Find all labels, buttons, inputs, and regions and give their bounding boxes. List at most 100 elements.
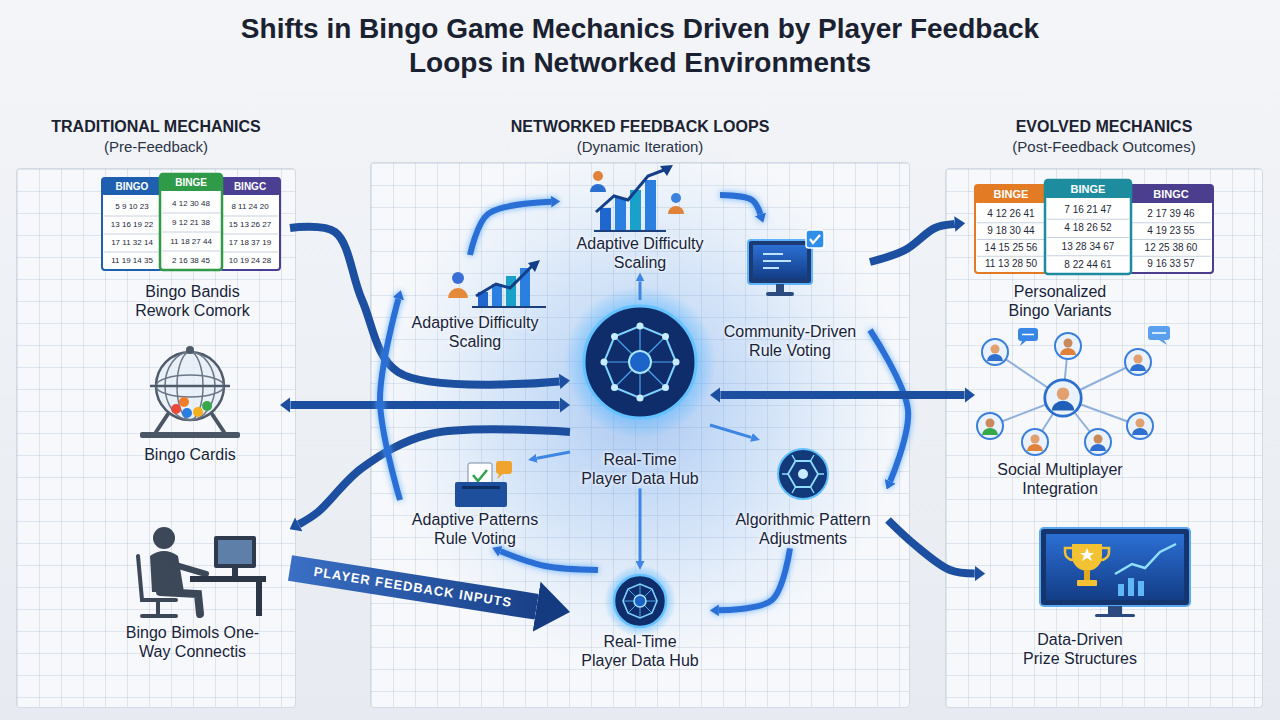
- card-numbers: 8 11 24 20: [221, 198, 279, 216]
- bingo-card: [102, 178, 162, 195]
- card-cell: 10 19 24 28: [221, 252, 279, 270]
- growth-chart-icon: [590, 184, 606, 192]
- algorithm-icon: [798, 469, 808, 479]
- card-cell: BINGE: [976, 185, 1046, 203]
- social-network-icon: [982, 428, 998, 435]
- bingo-card: [162, 213, 220, 251]
- social-network-icon: [1022, 429, 1048, 455]
- card-numbers: 11 13 28 50: [976, 256, 1046, 273]
- card-cell: 11 19 14 35: [103, 252, 161, 270]
- growth-chart-icon: [671, 193, 681, 203]
- bingo-card: [160, 174, 222, 270]
- column-subheading: (Post-Feedback Outcomes): [945, 138, 1263, 155]
- column-subheading: (Pre-Feedback): [16, 138, 296, 155]
- card-numbers: 9 12 21 38: [161, 213, 221, 232]
- growth-chart-icon: [596, 170, 664, 212]
- social-network-icon: [1130, 364, 1146, 371]
- data-hub-icon: [601, 359, 608, 366]
- node-label: Algorithmic Pattern Adjustments: [723, 510, 883, 548]
- diagram-title: Shifts in Bingo Game Mechanics Driven by…: [230, 12, 1050, 80]
- prize-monitor-icon: [1080, 548, 1094, 561]
- social-network-icon: [977, 326, 1170, 455]
- data-hub-icon: [662, 384, 669, 391]
- person-at-desk: [232, 568, 238, 576]
- card-numbers: 13 28 34 67: [1046, 238, 1130, 256]
- title-box: Shifts in Bingo Game Mechanics Driven by…: [230, 12, 1050, 80]
- card-cell: BINGE: [161, 174, 221, 191]
- ballot-box-icon: [496, 461, 512, 474]
- card-numbers: 10 19 24 28: [221, 252, 279, 270]
- ballot-box-icon: [455, 461, 512, 507]
- node-label: Personalized Bingo Variants: [1003, 282, 1118, 320]
- growth-chart-icon: [476, 266, 532, 296]
- person-at-desk: [153, 527, 175, 549]
- card-cell: 9 18 30 44: [976, 223, 1046, 240]
- person-at-desk: [190, 576, 266, 582]
- social-network-icon: [987, 354, 1003, 361]
- data-hub-icon: [614, 575, 666, 627]
- bingo-card: [104, 216, 160, 252]
- data-hub-icon: [611, 384, 618, 391]
- data-hub-icon: [662, 333, 669, 340]
- bingo-cage: [140, 432, 240, 438]
- card-cell: 14 15 25 56: [976, 240, 1046, 257]
- growth-chart-icon: [645, 180, 656, 230]
- card-numbers: 8 22 44 61: [1046, 256, 1130, 274]
- node-label: Adaptive Patterns Rule Voting: [403, 510, 548, 548]
- prize-monitor-icon: [1108, 606, 1122, 614]
- voting-monitor-icon: [763, 254, 791, 268]
- social-network-icon: [1132, 428, 1148, 435]
- growth-chart-icon: [472, 306, 546, 308]
- social-network-icon: [1027, 444, 1043, 451]
- card-numbers: 13 16 19 22: [103, 216, 161, 234]
- social-network-icon: [1057, 388, 1070, 401]
- social-network-icon: [1125, 349, 1151, 375]
- prize-monitor-icon: [1115, 544, 1176, 574]
- flow-arrow: [537, 452, 570, 458]
- card-numbers: 9 18 30 44: [976, 223, 1046, 240]
- bingo-card: [160, 174, 222, 270]
- social-network-icon: [1159, 340, 1167, 345]
- growth-chart-icon: [615, 198, 626, 230]
- flow-arrow: [888, 520, 975, 574]
- bingo-card: [975, 185, 1047, 273]
- growth-chart-icon: [594, 230, 666, 232]
- flow-arrow: [639, 488, 642, 561]
- column-heading: NETWORKED FEEDBACK LOOPS: [370, 118, 910, 136]
- data-hub-icon: [637, 395, 644, 402]
- social-network-icon: [1022, 334, 1034, 336]
- card-cell: 7 16 21 47: [1046, 201, 1130, 219]
- card-numbers: 4 12 26 41: [976, 206, 1046, 223]
- person-at-desk: [138, 527, 266, 616]
- social-network-icon: [1022, 429, 1048, 455]
- bingo-card: [975, 185, 1047, 273]
- data-hub-icon: [564, 286, 716, 438]
- social-network-icon: [977, 413, 1003, 439]
- flow-arrow: [870, 224, 955, 262]
- prize-monitor-icon: [1046, 534, 1184, 600]
- social-network-icon: [1136, 419, 1145, 428]
- social-network-icon: [982, 339, 1008, 365]
- card-numbers: 9 16 33 57: [1130, 256, 1212, 273]
- card-numbers: 17 18 37 19: [221, 234, 279, 252]
- ballot-box-icon: [455, 482, 507, 507]
- data-hub-icon: [673, 359, 680, 366]
- bingo-cage: [202, 401, 212, 411]
- card-cell: 5 9 10 23: [103, 198, 161, 216]
- flow-arrow: [299, 429, 570, 524]
- growth-chart-icon: [452, 272, 464, 284]
- social-network-icon: [1045, 380, 1081, 416]
- bingo-cage: [182, 408, 192, 418]
- bingo-cage: [193, 407, 203, 417]
- bingo-cage: [179, 397, 189, 407]
- bingo-card: [220, 178, 280, 270]
- arrow-label-holder: PLAYER FEEDBACK INPUTS: [313, 564, 514, 610]
- social-network-icon: [1094, 435, 1103, 444]
- social-network-icon: [1085, 429, 1111, 455]
- growth-chart-icon: [448, 260, 546, 307]
- bingo-card: [1129, 185, 1213, 203]
- bingo-card: [1045, 180, 1131, 274]
- flow-arrow: [501, 551, 598, 570]
